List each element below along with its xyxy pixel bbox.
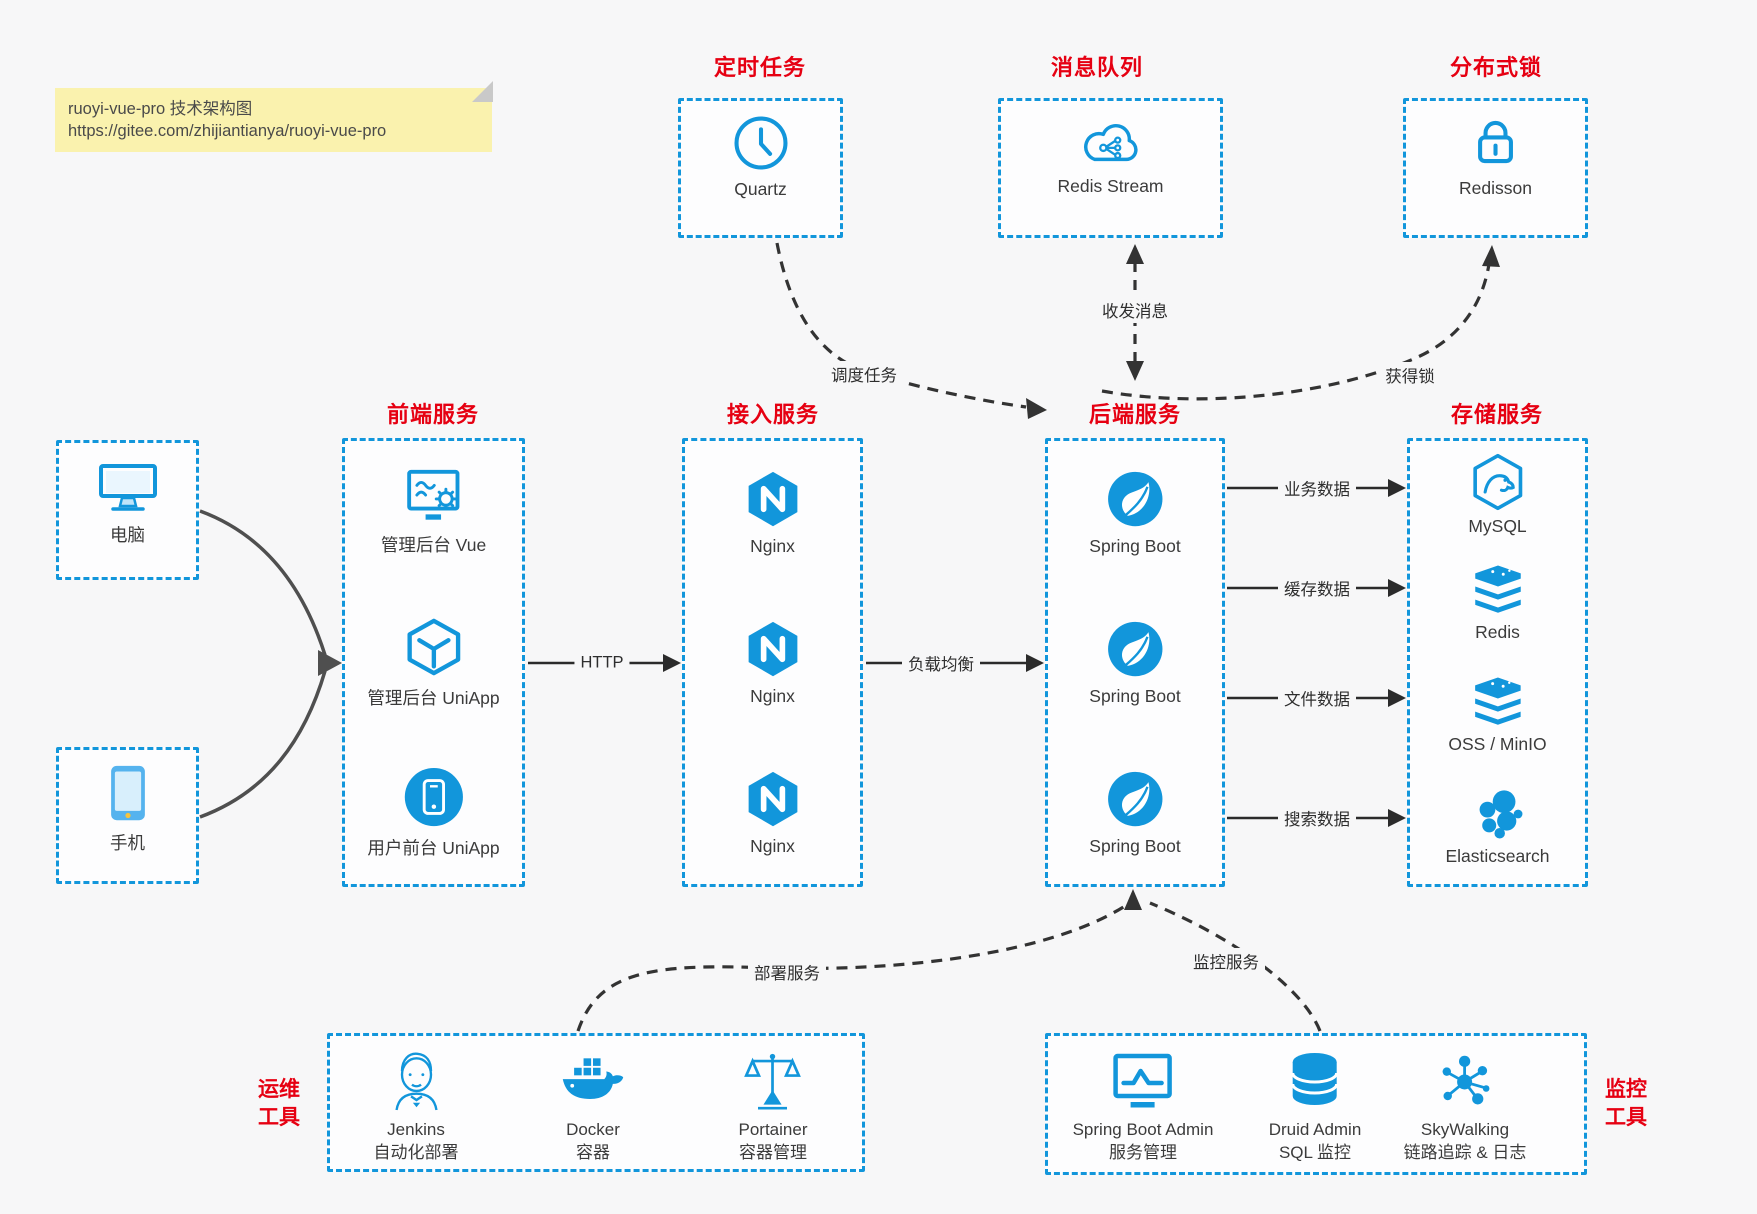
node-nginx-2: Nginx: [750, 686, 795, 706]
user-app-icon: [404, 767, 463, 827]
box-storage: MySQL Redis OSS / MinIO: [1407, 438, 1588, 887]
spring-boot-icon: [1107, 471, 1163, 527]
desktop-icon: [98, 464, 157, 511]
box-scheduled-jobs: Quartz: [678, 98, 843, 238]
cloud-message-icon: [1083, 124, 1138, 162]
edge-label-deploy-service: 部署服务: [748, 959, 826, 985]
tool-docker: Docker: [566, 1120, 620, 1139]
note-title: ruoyi-vue-pro 技术架构图: [68, 100, 253, 118]
node-mysql: MySQL: [1468, 516, 1527, 536]
section-title-distributed-lock: 分布式锁: [1449, 55, 1543, 80]
node-user-uniapp: 用户前台 UniApp: [367, 838, 500, 858]
node-nginx-3: Nginx: [750, 836, 795, 856]
node-spring-boot-2: Spring Boot: [1089, 686, 1181, 706]
node-quartz: Quartz: [734, 179, 787, 199]
node-redisson: Redisson: [1459, 178, 1532, 198]
edge-label-monitor-service: 监控服务: [1187, 948, 1265, 974]
spring-boot-icon: [1107, 621, 1163, 677]
arrowhead-into-backend: [1124, 889, 1142, 910]
nginx-icon: [748, 621, 797, 677]
edge-label-load-balance: 负载均衡: [902, 650, 980, 676]
lock-icon: [1478, 120, 1513, 164]
tool-skywalking: SkyWalking: [1420, 1120, 1510, 1139]
box-gateway: Nginx Nginx Nginx: [682, 438, 863, 887]
druid-database-icon: [1291, 1053, 1339, 1105]
node-admin-vue: 管理后台 Vue: [380, 535, 487, 555]
section-title-message-queue: 消息队列: [1050, 55, 1144, 80]
edge-label-search-data: 搜索数据: [1278, 805, 1356, 831]
box-client-phone: 手机: [56, 747, 199, 884]
arrowhead-cache-data: [1388, 579, 1406, 597]
edge-deploy-service: [576, 904, 1126, 1032]
edge-label-schedule-job: 调度任务: [825, 361, 903, 387]
arrowhead-business-data: [1388, 479, 1406, 497]
edge-computer-to-frontend: [199, 509, 327, 656]
edge-label-business-data: 业务数据: [1278, 475, 1356, 501]
arrowhead-message-up: [1126, 244, 1144, 264]
node-phone: 手机: [110, 833, 145, 853]
node-oss-minio: OSS / MinIO: [1448, 734, 1547, 754]
nginx-icon: [748, 771, 797, 827]
node-spring-boot-3: Spring Boot: [1089, 836, 1181, 856]
side-label-ops-tools: 运维 工具: [258, 1078, 300, 1129]
spring-boot-admin-icon: [1113, 1053, 1173, 1108]
node-nginx-1: Nginx: [750, 536, 795, 556]
tool-spring-boot-admin: Spring Boot Admin: [1072, 1120, 1214, 1139]
node-admin-uniapp: 管理后台 UniApp: [367, 688, 500, 708]
oss-minio-icon: [1474, 677, 1521, 725]
box-backend: Spring Boot Spring Boot Spring Boot: [1045, 438, 1225, 887]
docker-icon: [562, 1058, 624, 1099]
jenkins-icon: [394, 1052, 438, 1111]
admin-uniapp-cube-icon: [407, 618, 460, 676]
section-title-frontend: 前端服务: [386, 402, 480, 427]
arrowhead-http: [663, 654, 681, 672]
nginx-icon: [748, 471, 797, 527]
edge-label-http: HTTP: [574, 652, 630, 674]
node-redis: Redis: [1475, 622, 1520, 642]
arrowhead-search-data: [1388, 809, 1406, 827]
clock-icon: [733, 116, 788, 170]
spring-boot-icon: [1107, 771, 1163, 827]
edge-label-send-receive-message: 收发消息: [1096, 297, 1174, 323]
phone-icon: [110, 765, 145, 821]
admin-vue-icon: [407, 469, 460, 520]
arrowhead-message-down: [1126, 361, 1144, 381]
node-spring-boot-1: Spring Boot: [1089, 536, 1181, 556]
skywalking-icon: [1442, 1055, 1490, 1105]
arrowhead-acquire-lock: [1482, 245, 1500, 267]
node-redis-stream: Redis Stream: [1057, 176, 1164, 196]
sticky-note: ruoyi-vue-pro 技术架构图 https://gitee.com/zh…: [55, 81, 493, 152]
section-title-scheduled-jobs: 定时任务: [713, 55, 807, 80]
portainer-icon: [744, 1053, 802, 1110]
mysql-icon: [1473, 453, 1522, 511]
tool-jenkins: Jenkins: [387, 1120, 445, 1139]
arrowhead-file-data: [1388, 689, 1406, 707]
edge-label-acquire-lock: 获得锁: [1379, 362, 1441, 388]
box-ops-tools: Jenkins 自动化部署 Docker 容器: [327, 1033, 865, 1172]
arrowhead-frontend: [318, 650, 342, 676]
tool-portainer: Portainer: [738, 1120, 808, 1139]
side-label-monitor-tools: 监控 工具: [1605, 1078, 1647, 1129]
note-url: https://gitee.com/zhijiantianya/ruoyi-vu…: [68, 122, 387, 140]
arrowhead-load-balance: [1026, 654, 1044, 672]
node-computer: 电脑: [110, 525, 145, 545]
node-elasticsearch: Elasticsearch: [1445, 846, 1550, 866]
edge-label-file-data: 文件数据: [1278, 685, 1356, 711]
box-frontend: 管理后台 Vue 管理后台 UniApp 用户前台 UniApp: [342, 438, 525, 887]
section-title-gateway: 接入服务: [726, 402, 820, 427]
elasticsearch-icon: [1479, 790, 1522, 839]
box-monitor-tools: Spring Boot Admin 服务管理 Druid Admin SQL 监…: [1045, 1033, 1587, 1175]
box-client-computer: 电脑: [56, 440, 199, 580]
section-title-storage: 存储服务: [1450, 402, 1544, 427]
section-title-backend: 后端服务: [1088, 402, 1182, 427]
box-distributed-lock: Redisson: [1403, 98, 1588, 238]
edge-phone-to-frontend: [199, 670, 327, 819]
arrowhead-schedule-job: [1026, 398, 1047, 419]
note-fold-corner: [472, 81, 493, 102]
edge-label-cache-data: 缓存数据: [1278, 575, 1356, 601]
box-message-queue: Redis Stream: [998, 98, 1223, 238]
tool-druid-admin: Druid Admin: [1268, 1120, 1362, 1139]
redis-icon: [1474, 565, 1521, 613]
